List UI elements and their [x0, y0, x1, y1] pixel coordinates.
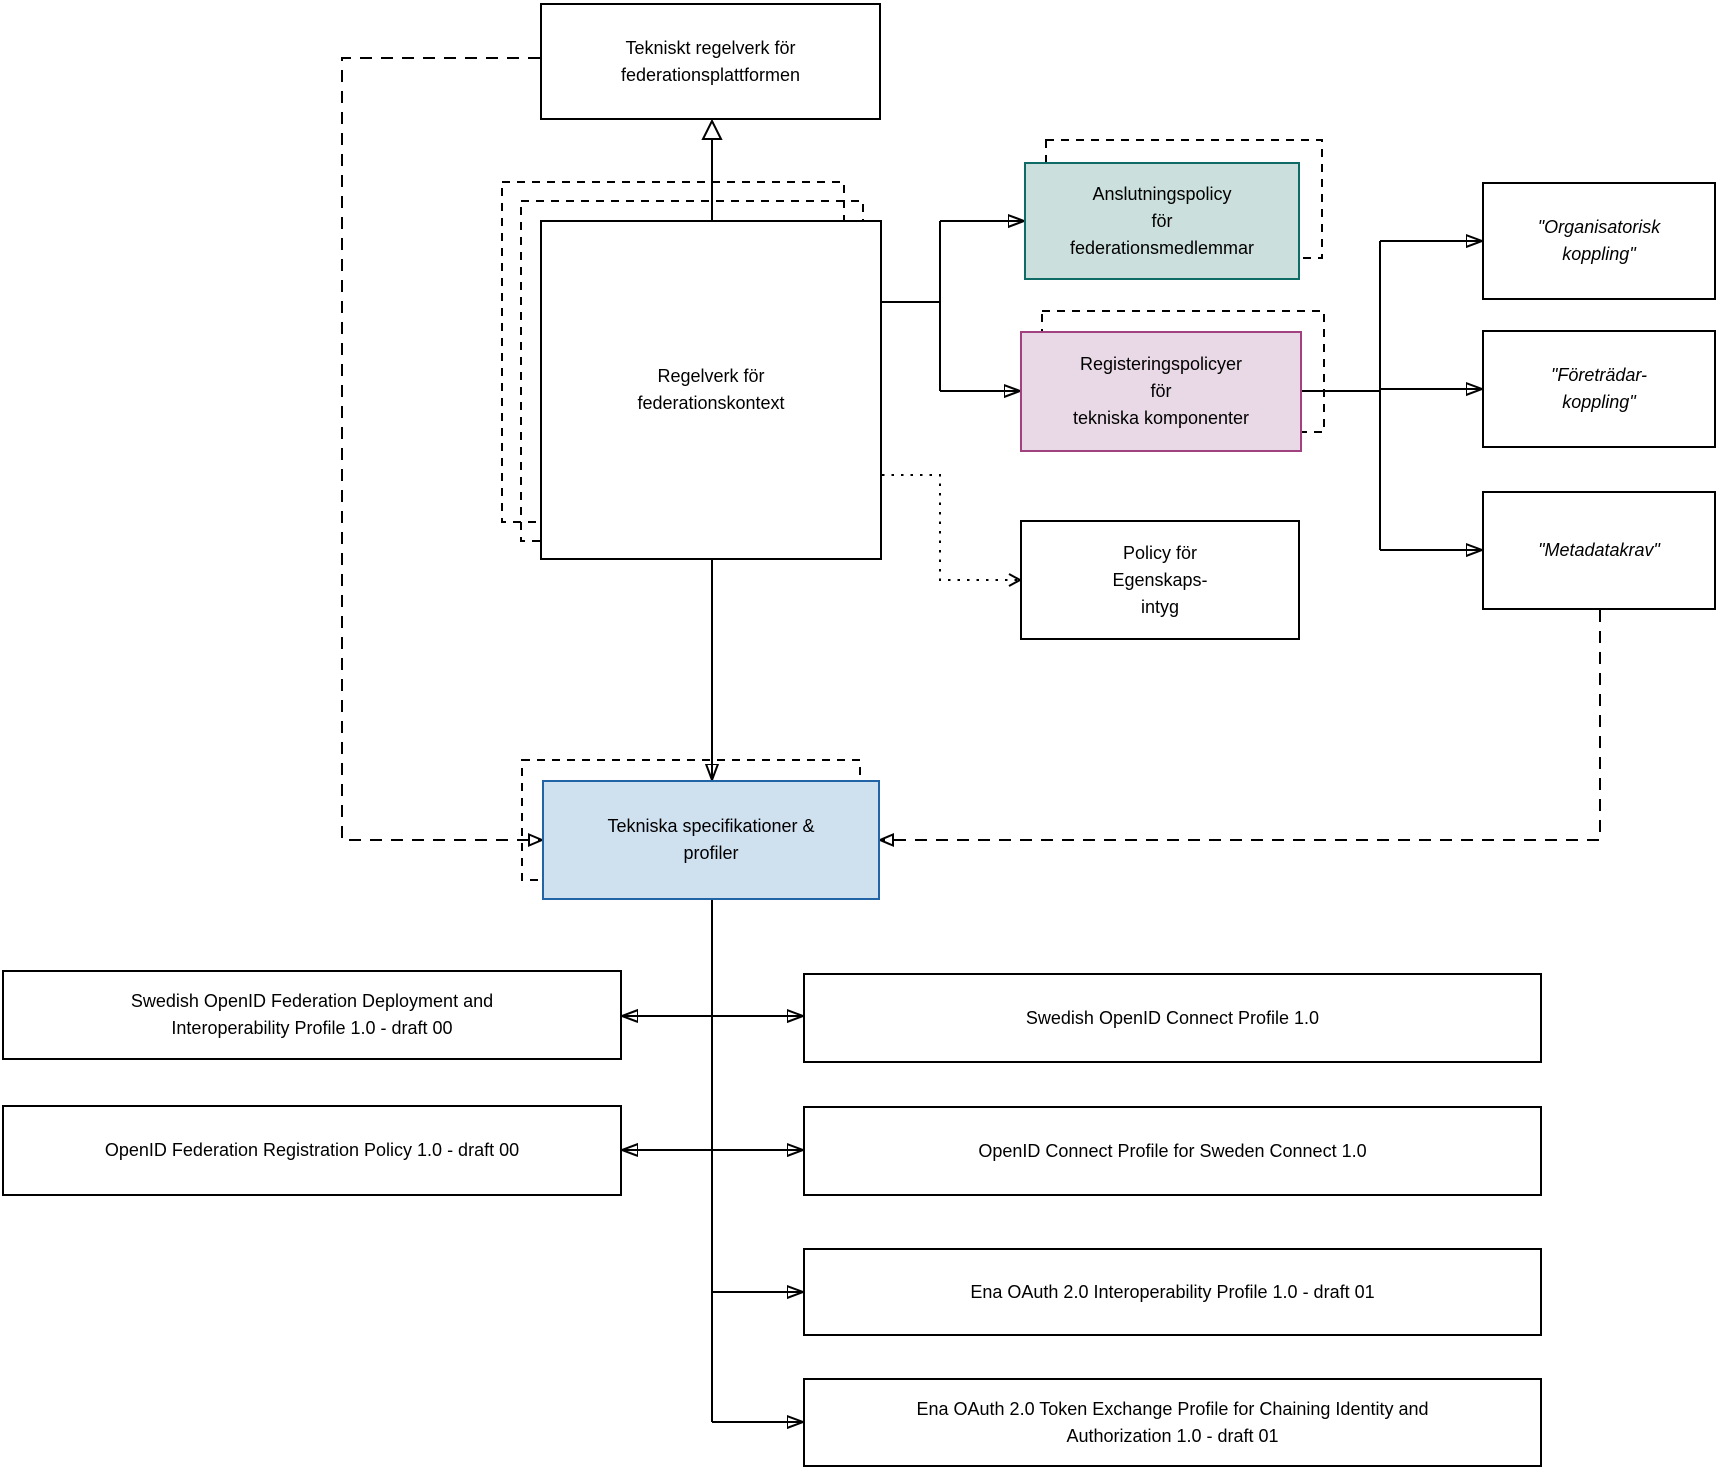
organisatorisk-label: "Organisatorisk koppling"	[1537, 217, 1661, 264]
box-foretradar-koppling: "Företrädar- koppling"	[1482, 330, 1716, 448]
box-deployment-profile: Swedish OpenID Federation Deployment and…	[2, 970, 622, 1060]
box-egenskapsintyg: Policy för Egenskaps- intyg	[1020, 520, 1300, 640]
box-metadatakrav: "Metadatakrav"	[1482, 491, 1716, 610]
metadatakrav-label: "Metadatakrav"	[1538, 540, 1660, 560]
anslutningspolicy-label: Anslutningspolicy för federationsmedlemm…	[1069, 183, 1255, 258]
connector-generalization	[701, 118, 723, 220]
box-registration-policy: OpenID Federation Registration Policy 1.…	[2, 1105, 622, 1196]
box-registeringspolicyer: Registeringspolicyer för tekniska kompon…	[1020, 331, 1302, 452]
box-tekniska-specifikationer: Tekniska specifikationer & profiler	[542, 780, 880, 900]
egenskapsintyg-label: Policy för Egenskaps- intyg	[1112, 542, 1208, 617]
box-tekniskt-regelverk: Tekniskt regelverk för federationsplattf…	[540, 3, 881, 120]
connector-spec-to-profiles	[622, 900, 803, 1422]
deployment-profile-label: Swedish OpenID Federation Deployment and…	[130, 991, 494, 1038]
box-token-exchange-profile: Ena OAuth 2.0 Token Exchange Profile for…	[803, 1378, 1542, 1467]
connector-dotted-regelverk-to-egenskapsintyg	[882, 474, 1023, 587]
box-swedish-oidc-profile: Swedish OpenID Connect Profile 1.0	[803, 973, 1542, 1063]
registration-policy-label: OpenID Federation Registration Policy 1.…	[104, 1140, 520, 1160]
registeringspolicyer-label: Registeringspolicyer för tekniska kompon…	[1072, 354, 1250, 428]
box-organisatorisk-koppling: "Organisatorisk koppling"	[1482, 182, 1716, 300]
connector-regelverk-to-policies	[882, 221, 1024, 391]
sweden-connect-profile-label: OpenID Connect Profile for Sweden Connec…	[978, 1140, 1367, 1161]
tekniska-spec-label: Tekniska specifikationer & profiler	[607, 816, 815, 863]
tekniskt-regelverk-label: Tekniskt regelverk för federationsplattf…	[620, 37, 801, 85]
connector-dashed-metadata-to-spec	[877, 610, 1601, 848]
box-sweden-connect-profile: OpenID Connect Profile for Sweden Connec…	[803, 1106, 1542, 1196]
connector-registering-to-requirements	[1302, 241, 1482, 550]
box-anslutningspolicy: Anslutningspolicy för federationsmedlemm…	[1024, 162, 1300, 280]
regelverk-label: Regelverk för federationskontext	[637, 366, 785, 413]
box-regelverk-federationskontext: Regelverk för federationskontext	[540, 220, 882, 560]
connector-dashed-platform-to-spec	[341, 57, 545, 848]
oauth-interop-profile-label: Ena OAuth 2.0 Interoperability Profile 1…	[970, 1281, 1375, 1302]
box-oauth-interop-profile: Ena OAuth 2.0 Interoperability Profile 1…	[803, 1248, 1542, 1336]
token-exchange-profile-label: Ena OAuth 2.0 Token Exchange Profile for…	[916, 1398, 1429, 1446]
swedish-oidc-profile-label: Swedish OpenID Connect Profile 1.0	[1025, 1007, 1320, 1028]
foretradar-label: "Företrädar- koppling"	[1550, 365, 1648, 412]
